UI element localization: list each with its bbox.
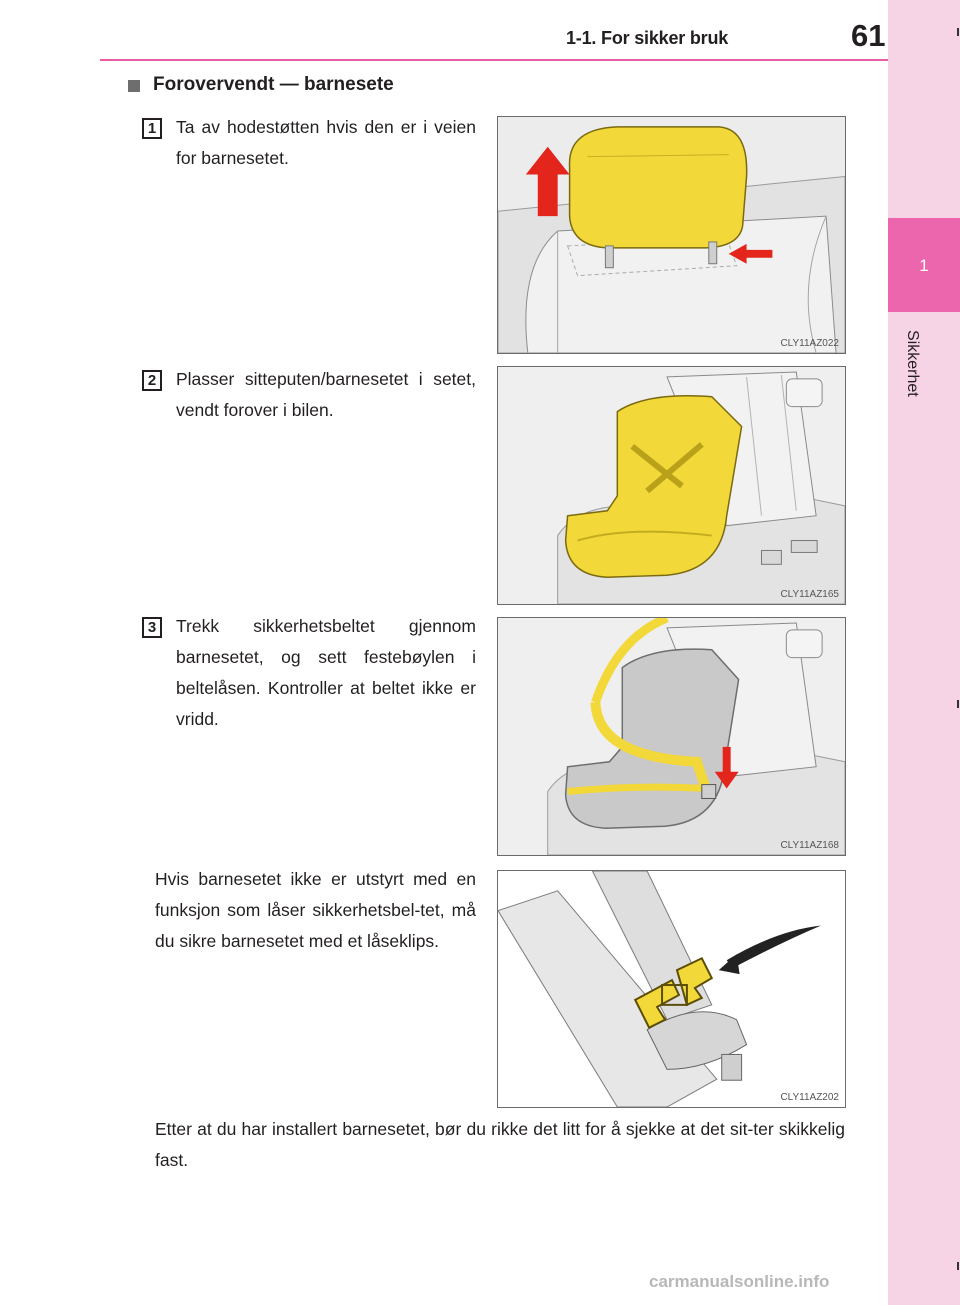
chapter-tab: 1 [888,218,960,312]
side-tab [888,0,960,1305]
seatbelt-routing-illustration: CLY11AZ168 [497,617,846,856]
square-bullet-icon [128,80,140,92]
headrest-removal-illustration: CLY11AZ022 [497,116,846,354]
edge-tick [957,1262,959,1270]
step-1-number: 1 [142,118,162,139]
edge-tick [957,28,959,36]
image-code: CLY11AZ202 [780,1092,839,1103]
image-code: CLY11AZ168 [780,840,839,851]
step-3-text: Trekk sikkerhetsbeltet gjennom barnesete… [176,616,476,729]
chapter-number: 1 [919,256,929,275]
step-2-text: Plasser sitteputen/barnesetet i setet, v… [176,369,476,420]
child-seat-placement-illustration: CLY11AZ165 [497,366,846,605]
section-title: 1-1. For sikker bruk [566,28,729,48]
lock-clip-note: Hvis barnesetet ikke er utstyrt med en f… [155,869,476,951]
edge-tick [957,700,959,708]
locking-clip-illustration: CLY11AZ202 [497,870,846,1108]
chapter-label: Sikkerhet [904,330,921,397]
step-1-text: Ta av hodestøtten hvis den er i veien fo… [176,117,476,168]
step-3-number: 3 [142,617,162,638]
step-2-number: 2 [142,370,162,391]
page-number: 61 [851,18,886,53]
image-code: CLY11AZ165 [780,589,839,600]
header-rule [100,59,888,61]
section-heading: Forovervendt — barnesete [153,74,394,95]
watermark: carmanualsonline.info [649,1272,830,1291]
image-code: CLY11AZ022 [780,338,839,349]
closing-paragraph: Etter at du har installert barnesetet, b… [155,1119,845,1170]
